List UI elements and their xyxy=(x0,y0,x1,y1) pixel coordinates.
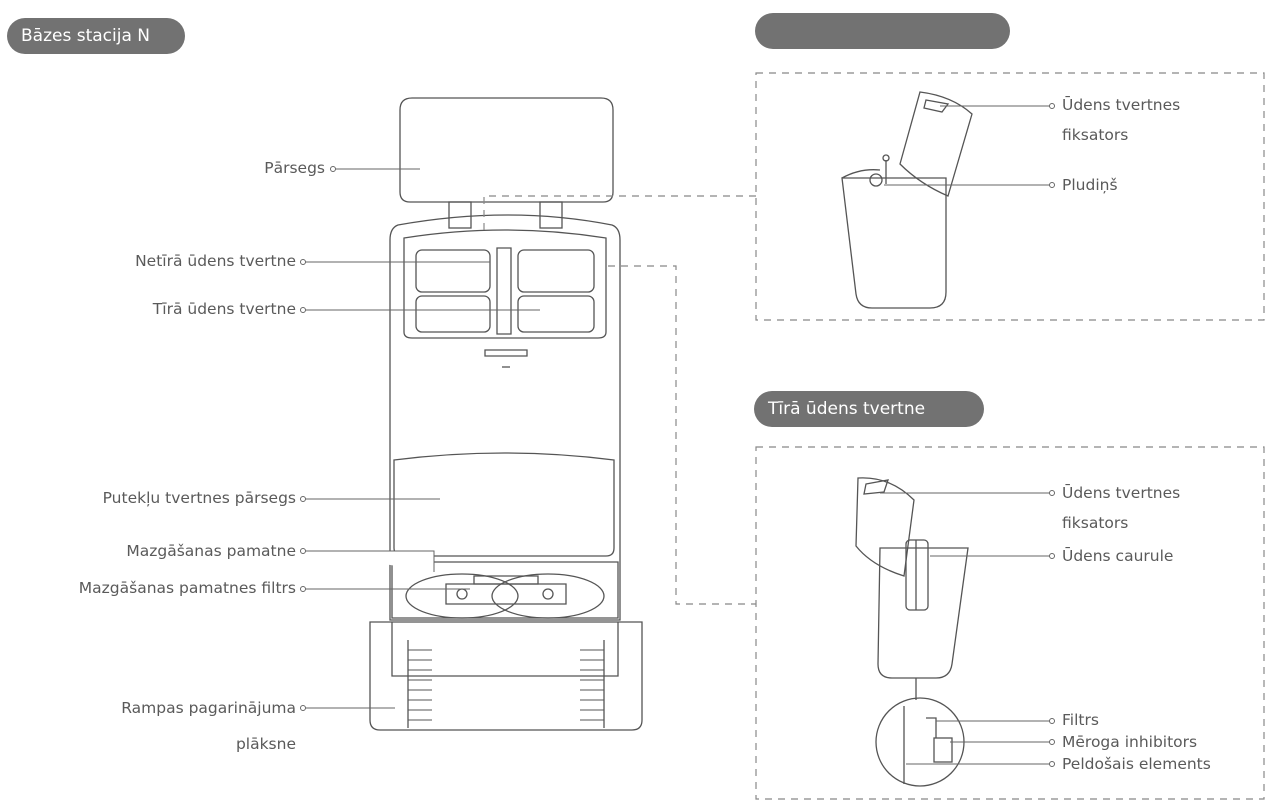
clean-tank-body xyxy=(877,547,969,679)
dirty-tank-bottom xyxy=(415,295,491,333)
station-lid xyxy=(399,97,614,203)
clean-tank-lid xyxy=(855,477,915,577)
label-scale-inhibitor: Mēroga inhibitors xyxy=(1062,733,1198,751)
label-dirty-tank: Netīrā ūdens tvertne xyxy=(135,252,296,270)
ramp-extension xyxy=(369,621,643,731)
label-clean-tank-latch-1: Ūdens tvertnes xyxy=(1062,484,1181,502)
wash-base xyxy=(391,561,619,619)
dirty-tank-detail-box xyxy=(755,72,1265,321)
label-clean-tank-latch-2: fiksators xyxy=(1062,514,1129,532)
label-wash-base-filter: Mazgāšanas pamatnes filtrs xyxy=(78,579,296,597)
dirty-tank-top xyxy=(415,249,491,293)
dirty-tank-body xyxy=(841,177,947,309)
lid-hinge-right xyxy=(539,201,563,229)
lid-hinge-left xyxy=(448,201,472,229)
label-ramp-line2: plāksne xyxy=(235,735,296,753)
label-dirty-tank-latch-2: fiksators xyxy=(1062,126,1129,144)
station-body xyxy=(389,214,621,621)
clean-tank-bottom xyxy=(517,295,595,333)
dirty-tank-header xyxy=(755,13,1010,49)
clean-tank-detail-box xyxy=(755,446,1265,800)
label-wash-base: Mazgāšanas pamatne xyxy=(126,542,296,560)
dirty-tank-lid xyxy=(899,91,973,197)
label-dust-bin-cover: Putekļu tvertnes pārsegs xyxy=(102,489,296,507)
label-filter: Filtrs xyxy=(1062,711,1099,729)
label-ramp-line1: Rampas pagarinājuma xyxy=(121,699,296,717)
label-cover: Pārsegs xyxy=(264,159,325,177)
wash-filter xyxy=(445,583,567,605)
clean-tank-header: Tīrā ūdens tvertne xyxy=(754,391,984,427)
label-water-pipe: Ūdens caurule xyxy=(1062,547,1174,565)
label-dirty-tank-latch-1: Ūdens tvertnes xyxy=(1062,96,1181,114)
clean-tank-top xyxy=(517,249,595,293)
label-clean-tank: Tīrā ūdens tvertne xyxy=(152,300,296,318)
label-floating-element: Peldošais elements xyxy=(1062,755,1211,773)
dust-bin-cover xyxy=(393,452,615,557)
label-float: Pludiņš xyxy=(1062,176,1118,194)
clean-tank-pipe xyxy=(905,539,929,611)
base-station-header: Bāzes stacija N xyxy=(7,18,185,54)
